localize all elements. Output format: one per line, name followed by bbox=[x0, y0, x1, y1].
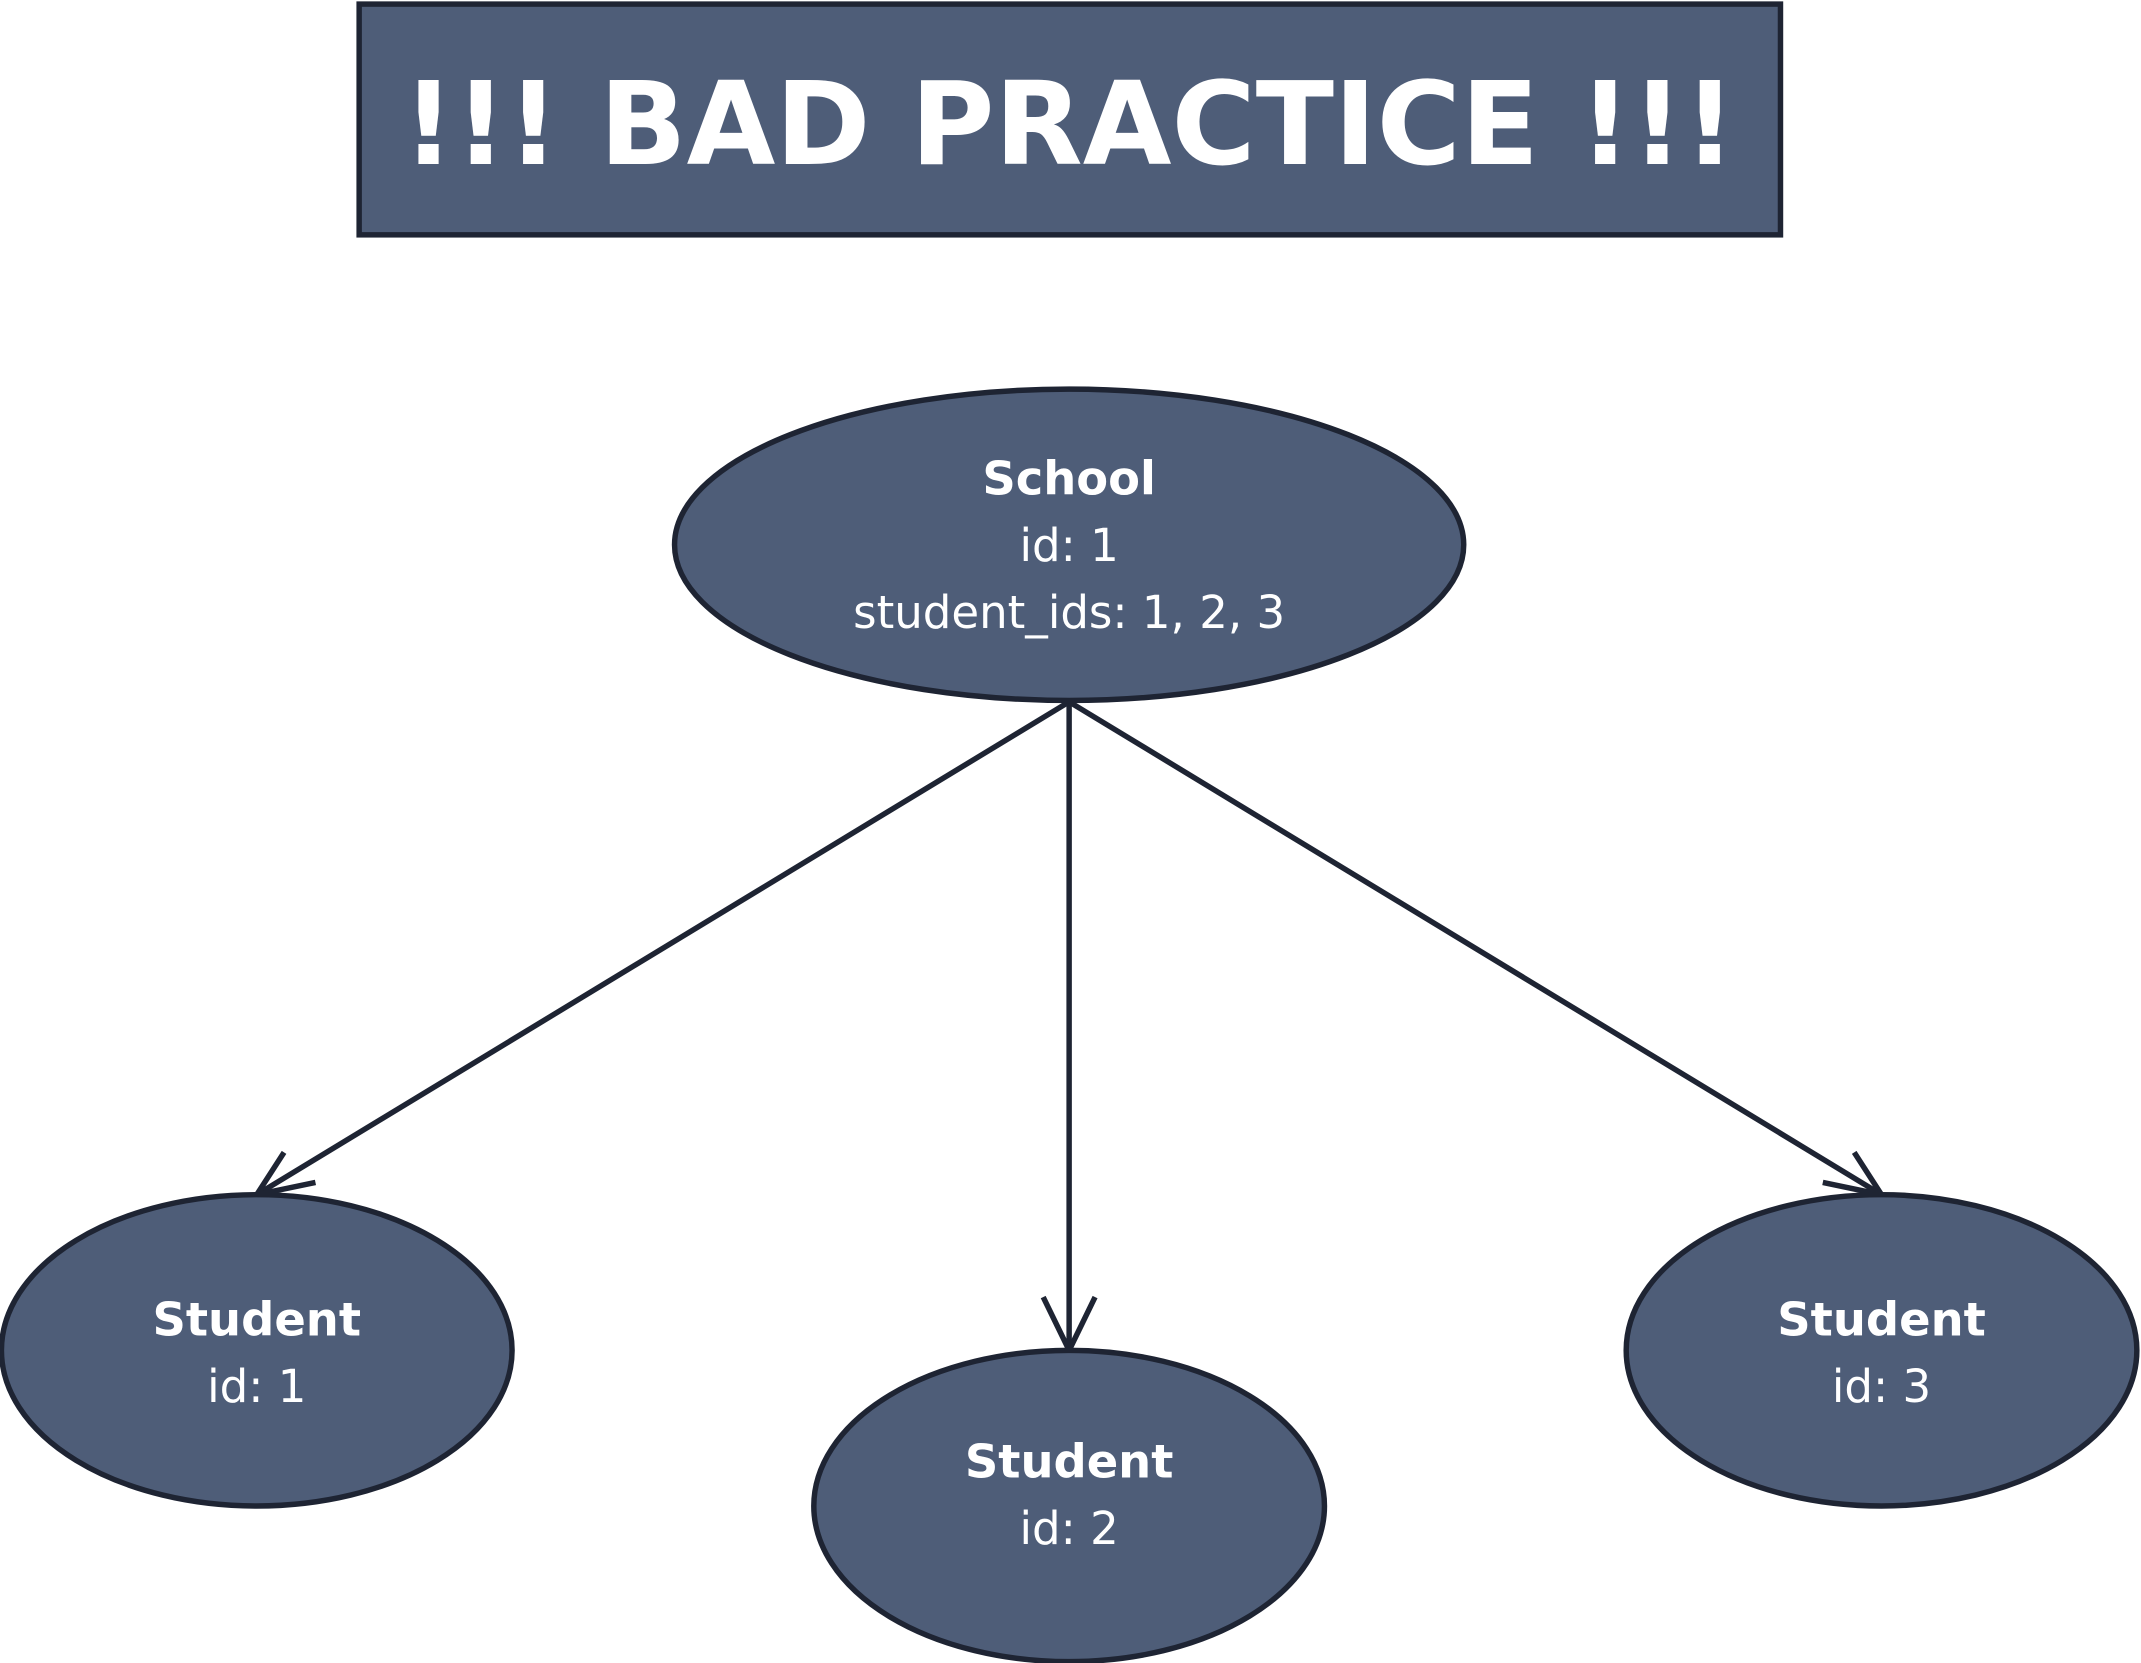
student-node-2: Student id: 2 bbox=[811, 1347, 1328, 1663]
student-name: Student bbox=[1777, 1292, 1986, 1346]
school-id: id: 1 bbox=[1019, 519, 1118, 572]
title-box bbox=[356, 1, 1784, 238]
title-text: !!! BAD PRACTICE !!! bbox=[402, 59, 1736, 192]
student-node-1: Student id: 1 bbox=[0, 1192, 515, 1509]
student-node-3: Student id: 3 bbox=[1623, 1191, 2140, 1509]
edges bbox=[250, 699, 1888, 1357]
school-node: School id: 1 student_ids: 1, 2, 3 bbox=[671, 386, 1467, 704]
student-name: Student bbox=[965, 1434, 1174, 1488]
student-name: Student bbox=[152, 1292, 361, 1346]
school-name: School bbox=[982, 451, 1156, 505]
edge-school-student-3 bbox=[1067, 699, 1883, 1198]
student-id: id: 1 bbox=[207, 1360, 306, 1413]
student-id: id: 3 bbox=[1832, 1360, 1931, 1413]
student-id: id: 2 bbox=[1019, 1502, 1118, 1555]
title-banner: !!! BAD PRACTICE !!! bbox=[356, 1, 1784, 238]
school-student-ids: student_ids: 1, 2, 3 bbox=[853, 586, 1285, 639]
edge-school-student-1 bbox=[255, 699, 1071, 1198]
